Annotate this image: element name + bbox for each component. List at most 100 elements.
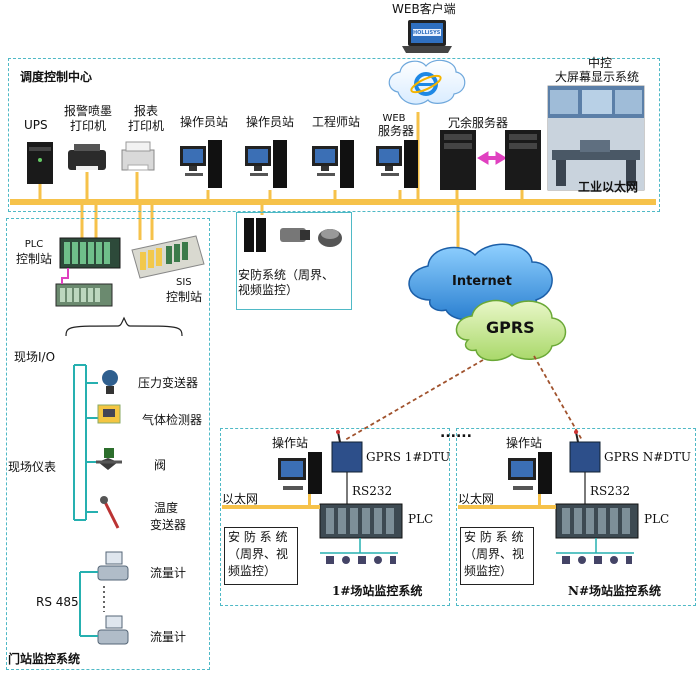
stationN-security-label-3: 频监控） [464,564,513,578]
ethernet-bus [10,199,656,205]
security-center-label-1: 安防系统（周界、 [238,268,335,282]
laptop-icon [402,20,452,53]
station1-plc-label: PLC [408,512,434,526]
station1-title: 1#场站监控系统 [332,584,423,598]
redundant-server-b-icon [505,130,541,190]
field-io-label: 现场I/O [14,350,56,364]
operator-station-2-icon [245,140,287,188]
ie-browser-icon [410,72,442,96]
sis-station-label-1: SIS [176,277,192,288]
operator1-label: 操作员站 [180,115,229,129]
station-ellipsis: ...... [440,425,472,441]
station1-security-label-3: 频监控） [228,564,277,578]
stationN-dtu-icon [569,430,601,473]
dispatch-center-title: 调度控制中心 [20,70,93,84]
stationN-plc-label: PLC [644,512,670,526]
report-printer-icon [121,141,155,171]
gas-detector-icon [97,404,121,424]
gate-station-title: 门站监控系统 [8,652,81,666]
ups-icon [27,142,53,184]
engineer-station-icon [312,140,354,188]
plc-station-label-1: PLC [24,239,44,250]
gprs-link-1 [344,359,484,441]
station1-dtu-label: GPRS 1#DTU [366,450,451,464]
station1-security-box [224,527,298,585]
plc-station-label-2: 控制站 [15,252,52,266]
alarm-printer-label-1: 报警喷墨 [63,104,112,118]
station1-box [220,428,450,606]
gas-detector-label: 气体检测器 [142,413,203,427]
sis-rack-icon [131,235,205,279]
redundancy-arrow [477,151,507,165]
alarm-printer-icon [68,144,106,170]
station1-rs232-label: RS232 [352,484,393,498]
dispatch-center-box [8,58,660,212]
internet-cloud [408,243,553,321]
rs485-line [79,571,98,637]
flowmeter2-label: 流量计 [150,630,187,644]
temperature-transmitter-icon [100,496,120,529]
big-screen-label-2: 大屏幕显示系统 [554,70,639,84]
stationN-security-label-1: 安 防 系 统 [464,530,524,544]
gprs-cloud [455,299,567,362]
rs485-label: RS 485 [36,595,79,609]
station1-operator-label: 操作站 [272,436,309,450]
temperature-label-1: 温度 [154,501,179,515]
station1-ethernet-bus [222,505,320,509]
gate-station-box [6,218,210,670]
stationN-box [456,428,696,606]
brace [65,316,183,337]
stationN-ethernet-bus [458,505,556,509]
industrial-ethernet-label: 工业以太网 [578,180,639,194]
report-printer-label-2: 打印机 [127,119,164,133]
sis-station-label-2: 控制站 [166,290,203,304]
stationN-plc-icon [555,503,639,539]
pressure-transmitter-label: 压力变送器 [138,376,199,390]
operator-station-1-icon [180,140,222,188]
big-screen-display-image [547,85,645,191]
temperature-label-2: 变送器 [150,518,187,532]
report-printer-label-1: 报表 [133,104,158,118]
stationN-operator-icon [508,452,552,494]
operator2-label: 操作员站 [246,115,295,129]
valve-icon [96,448,122,470]
stationN-rs232-label: RS232 [590,484,631,498]
plc-rack-icon [55,237,121,307]
security-devices-icon [244,218,342,252]
station1-security-label-1: 安 防 系 统 [228,530,288,544]
field-io-tree [73,364,98,521]
field-instruments-label: 现场仪表 [8,460,57,474]
stationN-field-devices-icon [562,556,632,564]
engineer-label: 工程师站 [312,115,361,129]
security-center-box [236,212,352,310]
flowmeter1-label: 流量计 [150,566,187,580]
big-screen-label-1: 中控 [587,56,612,70]
internet-label: Internet [452,274,512,289]
web-cloud [388,59,466,105]
stationN-title: N#场站监控系统 [568,584,662,598]
station1-dtu-icon [331,430,363,473]
station1-field-devices-icon [326,556,396,564]
web-server-label-1: WEB [382,113,406,124]
redundant-server-label: 冗余服务器 [448,116,509,130]
web-server-icon [376,140,418,188]
alarm-printer-label-2: 打印机 [69,119,106,133]
laptop-screen-brand: HOLLiSYS [413,30,441,36]
gprs-label: GPRS [486,318,535,337]
stationN-dtu-label: GPRS N#DTU [604,450,692,464]
flowmeter-1-icon [97,551,129,581]
stationN-security-label-2: （周界、视 [464,547,525,561]
station1-operator-icon [278,452,322,494]
station1-plc-icon [319,503,403,539]
station1-ethernet-label: 以太网 [222,492,259,506]
stationN-security-box [460,527,534,585]
web-server-label-2: 服务器 [377,124,414,138]
gprs-link-n [533,355,583,441]
pressure-transmitter-icon [102,370,118,394]
stationN-operator-label: 操作站 [506,436,543,450]
ups-label: UPS [24,118,48,132]
redundant-server-a-icon [440,130,476,190]
station1-security-label-2: （周界、视 [228,547,289,561]
stationN-ethernet-label: 以太网 [458,492,495,506]
